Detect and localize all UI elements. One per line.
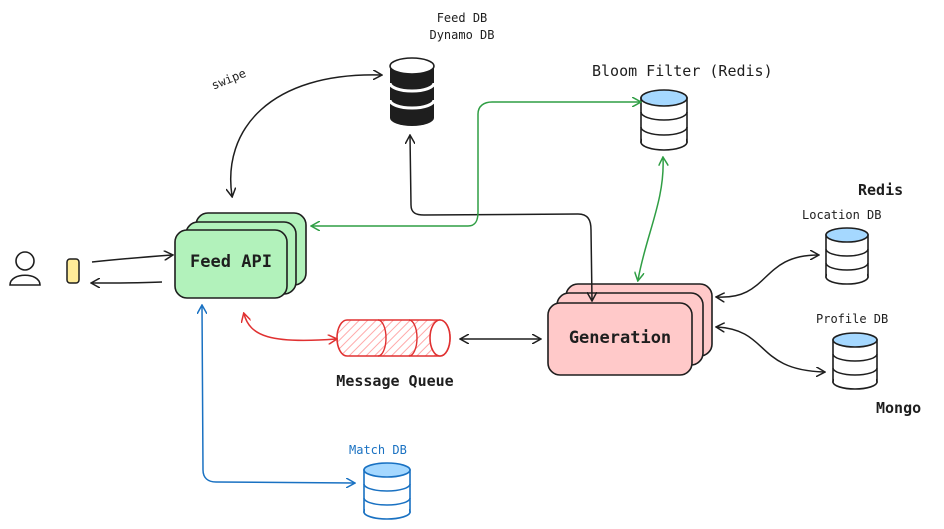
generation-label: Generation	[568, 328, 672, 348]
bloom-filter-db-node	[640, 89, 688, 151]
match-db-label: Match DB	[349, 443, 407, 457]
feed-db-node	[388, 57, 436, 126]
feed-api-label: Feed API	[190, 252, 272, 272]
generation-location-db-arrow	[717, 255, 818, 297]
device-to-feed-api-arrow	[91, 255, 172, 263]
bloom-filter-feed-api-arrow	[312, 102, 640, 226]
feed-db-label: Feed DB	[436, 11, 488, 25]
generation-profile-db-arrow	[717, 327, 824, 372]
feed-db-generation-arrow	[410, 136, 592, 300]
feed-api-match-db-arrow	[202, 306, 354, 483]
generation-node	[547, 283, 713, 376]
profile-db-node	[832, 332, 878, 390]
feed-api-node	[174, 212, 307, 299]
swipe-arrow	[231, 75, 381, 196]
message-queue-node	[336, 319, 451, 357]
bloom-filter-generation-arrow	[638, 158, 663, 280]
phone-icon	[66, 258, 80, 284]
profile-db-label: Profile DB	[816, 312, 889, 326]
user-icon	[9, 251, 41, 286]
redis-group-label: Redis	[858, 181, 904, 199]
dynamo-db-label: Dynamo DB	[429, 28, 495, 42]
location-db-node	[825, 227, 869, 285]
mongo-group-label: Mongo	[876, 399, 922, 417]
location-db-label: Location DB	[802, 208, 882, 222]
bloom-filter-label: Bloom Filter (Redis)	[592, 62, 773, 80]
message-queue-label: Message Queue	[336, 372, 454, 390]
match-db-node	[363, 462, 411, 520]
feed-api-message-queue-arrow	[244, 314, 336, 340]
feed-api-to-device-arrow	[92, 282, 163, 283]
